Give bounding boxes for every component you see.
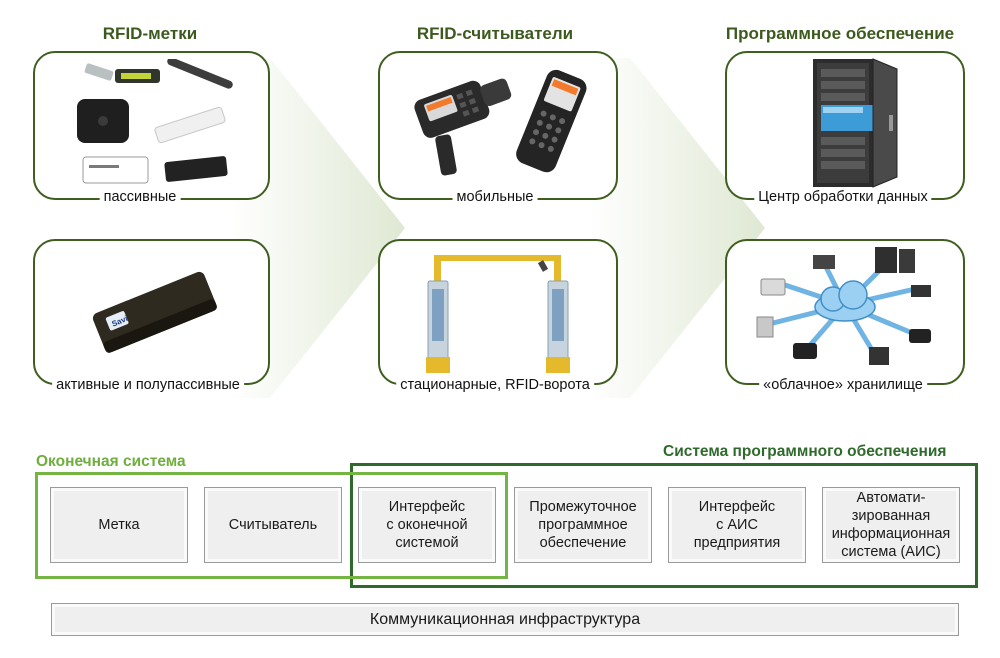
- active-tag-image: Savi: [92, 271, 217, 353]
- caption-passive: пассивные: [99, 189, 181, 205]
- caption-mobile: мобильные: [452, 189, 538, 205]
- section-title-software: Система программного обеспечения: [663, 443, 947, 460]
- mobile-readers-image: [414, 69, 587, 176]
- panel-datacenter: [725, 51, 965, 200]
- column-title-readers: RFID-считыватели: [416, 24, 574, 43]
- panel-passive-tags: [33, 51, 270, 200]
- flow-arrow-1: [230, 58, 405, 398]
- panel-active-tags: Savi: [33, 239, 270, 385]
- column-title-tags: RFID-метки: [102, 24, 198, 43]
- cloud-network-image: [756, 247, 931, 365]
- panel-cloud: [725, 239, 965, 385]
- box-ais-interface: Интерфейс с АИС предприятия: [668, 487, 806, 563]
- box-middleware: Промежуточное программное обеспечение: [514, 487, 652, 563]
- box-terminal-interface: Интерфейс с оконечной системой: [358, 487, 496, 563]
- flow-arrow-2: [590, 58, 765, 398]
- panel-mobile-readers: [378, 51, 618, 200]
- communication-infrastructure-bar: Коммуникационная инфраструктура: [51, 603, 959, 636]
- passive-tags-image: [77, 59, 233, 184]
- software-system-frame: [350, 463, 978, 588]
- box-tag: Метка: [50, 487, 188, 563]
- terminal-system-frame: [35, 472, 508, 579]
- rfid-gate-image: [426, 255, 570, 373]
- box-ais: Автомати- зированная информационная сист…: [822, 487, 960, 563]
- column-title-software: Программное обеспечение: [725, 24, 955, 43]
- caption-stationary: стационарные, RFID-ворота: [396, 377, 594, 393]
- panel-stationary-readers: [378, 239, 618, 385]
- caption-datacenter: Центр обработки данных: [754, 189, 932, 205]
- caption-cloud: «облачное» хранилище: [759, 377, 927, 393]
- box-reader: Считыватель: [204, 487, 342, 563]
- section-title-terminal: Оконечная система: [36, 453, 186, 470]
- caption-active: активные и полупассивные: [52, 377, 244, 393]
- server-rack-image: [813, 58, 898, 188]
